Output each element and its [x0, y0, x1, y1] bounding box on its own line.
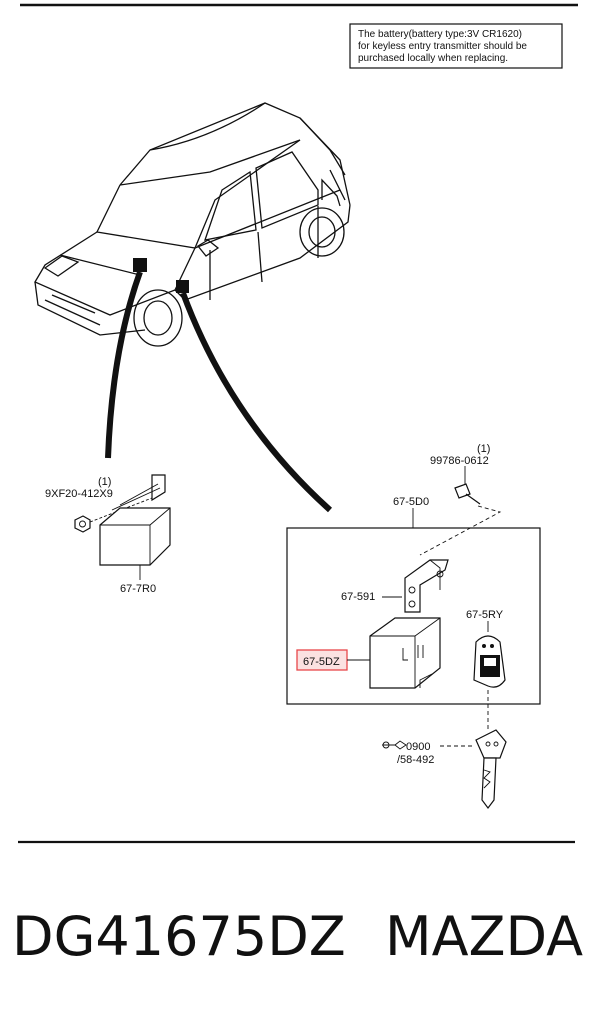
key-ref-sub: /58-492 — [397, 754, 434, 766]
note-line-2: for keyless entry transmitter should be — [358, 41, 527, 52]
left-subassembly: 9XF20-412X9 (1) 67-7R0 — [45, 474, 171, 595]
leader-line-right — [180, 291, 333, 513]
footer-brand: MAZDA — [385, 905, 583, 968]
leader-line-left — [105, 270, 143, 459]
assembly-label: 67-5D0 — [393, 496, 429, 508]
transmitter-label: 67-5RY — [466, 609, 504, 621]
battery-note: The battery(battery type:3V CR1620) for … — [349, 23, 563, 69]
key-ref-icon — [382, 740, 407, 750]
left-unit-label: 67-7R0 — [120, 583, 156, 595]
control-unit-label: 67-5DZ — [303, 656, 340, 668]
right-subassembly: (1) 99786-0612 67-5D0 67-591 67-5DZ 67- — [286, 443, 541, 809]
left-bolt-qty: (1) — [98, 476, 111, 488]
key-ref-label: 0900 — [406, 741, 430, 753]
assembly-frame — [286, 527, 541, 705]
bracket-label: 67-591 — [341, 591, 375, 603]
location-marker-front — [133, 258, 147, 272]
bolt-top-qty: (1) — [477, 443, 490, 455]
note-line-3: purchased locally when replacing. — [358, 53, 508, 64]
note-line-1: The battery(battery type:3V CR1620) — [358, 29, 522, 40]
footer-part-number: DG41675DZ — [12, 905, 346, 968]
bolt-top-label: 99786-0612 — [430, 455, 489, 467]
location-marker-side — [176, 280, 189, 293]
left-bolt-label: 9XF20-412X9 — [45, 488, 113, 500]
